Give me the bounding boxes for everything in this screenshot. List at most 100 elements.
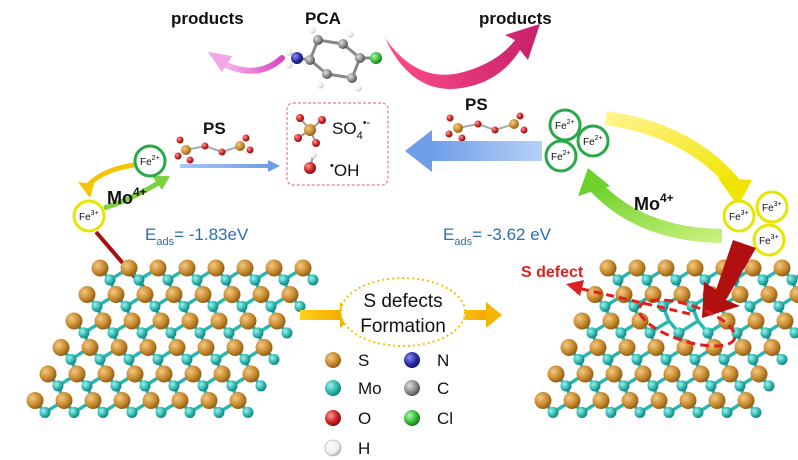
mo-atom [197, 380, 209, 392]
s-atom [576, 365, 594, 383]
formation-oval [340, 277, 466, 347]
legend-label-o: O [358, 409, 371, 428]
mo-atom [123, 353, 135, 365]
mo-atom [773, 300, 785, 312]
pca-molecule [285, 26, 382, 92]
mo-atom [634, 406, 646, 418]
mo-atom [750, 406, 762, 418]
legend-swatch-n [404, 352, 420, 368]
fe2-left-label: Fe2+ [140, 155, 160, 168]
s-atom [210, 312, 228, 330]
s-atom [563, 392, 581, 409]
fe3-right-circle-2 [755, 190, 789, 224]
s-atom [650, 392, 668, 409]
s-atom [789, 286, 798, 303]
mo-atom [107, 327, 119, 339]
right-fe-cycle [544, 108, 789, 257]
mo-atom [191, 274, 203, 286]
legend-label-c: C [437, 379, 449, 398]
s-defect-label: S defect [521, 264, 584, 281]
mo-atom [194, 327, 206, 339]
fe3-left-label: Fe3+ [79, 210, 99, 223]
mo-atom [560, 380, 572, 392]
mo-atom [628, 300, 640, 312]
s-atom [149, 259, 167, 277]
s-atom [91, 259, 109, 277]
s-atom [560, 339, 578, 356]
defect-pointer-arrow [566, 280, 691, 316]
s-atom [605, 365, 623, 383]
persulfate-right-molecule [445, 112, 528, 142]
s-atom [744, 259, 762, 277]
s-atom [268, 312, 286, 330]
s-atom [184, 365, 202, 383]
mo-atom [91, 300, 103, 312]
mo-atom [573, 353, 585, 365]
s-atom [110, 339, 128, 356]
s-atom [747, 312, 765, 330]
mo-atom [207, 300, 219, 312]
s-atom [773, 259, 791, 277]
mo-atom [786, 274, 798, 286]
mo-atom [576, 406, 588, 418]
hydroxyl-radical-molecule [304, 151, 317, 174]
mo-atom [94, 353, 106, 365]
s-atom [155, 365, 173, 383]
s-atom [242, 365, 260, 383]
formation-line1: S defects [363, 291, 442, 312]
s-atom [55, 392, 73, 409]
mo-atom [689, 353, 701, 365]
s-atom [178, 259, 196, 277]
s-atom [281, 286, 299, 303]
s-atom [97, 365, 115, 383]
hydroxyl-radical-label: •OH [330, 160, 359, 180]
s-atom [718, 312, 736, 330]
mo-atom [757, 274, 769, 286]
s-atom [194, 286, 212, 303]
mo-atom [692, 406, 704, 418]
s-atom [207, 259, 225, 277]
s-atom [136, 286, 154, 303]
s-atom [679, 392, 697, 409]
blue-arrow-right [405, 130, 542, 172]
mo-atom [760, 327, 772, 339]
mo-atom [120, 300, 132, 312]
s-atom [181, 312, 199, 330]
s-atom [120, 259, 138, 277]
mo-atom [268, 353, 280, 365]
mo-atom [547, 406, 559, 418]
chlorine-atom [370, 52, 382, 64]
s-atom [39, 365, 57, 383]
s-atom [78, 286, 96, 303]
mo-atom [220, 274, 232, 286]
s-atom [113, 392, 131, 409]
mo-atom [589, 380, 601, 392]
fe3-right-label-3: Fe3+ [759, 234, 779, 247]
mo-atom [644, 327, 656, 339]
eads-left-label: Eads= -1.83eV [145, 225, 249, 248]
mo-atom [152, 353, 164, 365]
magenta-swoosh-arrow [385, 24, 540, 89]
fe2-right-label-2: Fe2+ [583, 135, 603, 148]
s-atom [152, 312, 170, 330]
mo-atom [181, 353, 193, 365]
s-atom [68, 365, 86, 383]
mo-atom [699, 274, 711, 286]
pca-label: PCA [305, 9, 341, 28]
s-atom [760, 286, 778, 303]
legend-swatch-s [325, 352, 341, 368]
s-atom [139, 339, 157, 356]
legend-swatch-o [325, 410, 341, 426]
s-atom [226, 339, 244, 356]
mo-atom [660, 353, 672, 365]
mo-atom [65, 353, 77, 365]
mo-atom [242, 406, 254, 418]
mo-atom [702, 327, 714, 339]
legend-label-mo: Mo [358, 379, 382, 398]
mo-atom [294, 300, 306, 312]
s-atom [573, 312, 591, 330]
mo-atom [149, 300, 161, 312]
mo-atom [136, 327, 148, 339]
formation-line2: Formation [360, 316, 446, 337]
